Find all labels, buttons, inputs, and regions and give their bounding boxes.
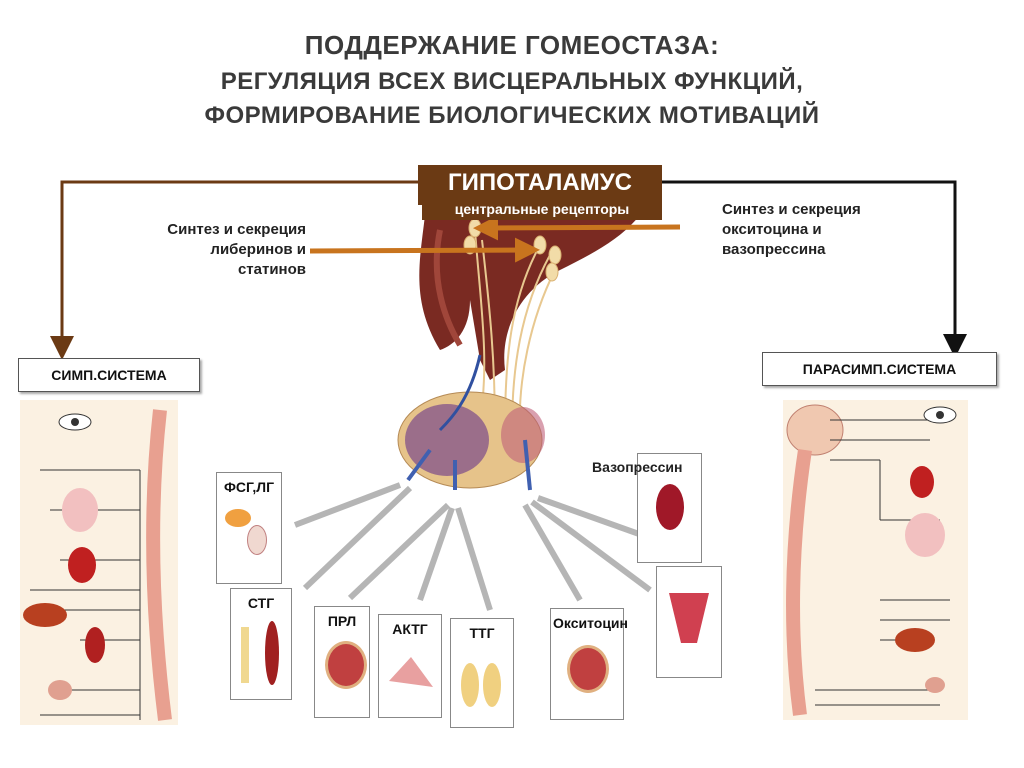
thyroid-lobe [483,663,501,707]
hormone-label: ТТГ [469,625,495,641]
oxytocin-vasopressin-note: Синтез и секреция окситоцина и вазопресс… [722,200,922,260]
adrenal-icon [389,657,433,687]
title-line-2: РЕГУЛЯЦИЯ ВСЕХ ВИСЦЕРАЛЬНЫХ ФУНКЦИЙ, [220,68,804,95]
bone-icon [241,627,249,683]
thyroid-icon [461,663,479,707]
note-line: вазопрессина [722,241,826,258]
hormone-label: ФСГ,ЛГ [223,479,275,495]
hormone-arrows [293,482,672,611]
hormone-box-vasopressin [637,453,702,563]
muscle-icon [265,621,279,685]
parasymp-connector [662,180,967,358]
hormone-box-prl: ПРЛ [314,606,370,718]
hormone-box-ttg: ТТГ [450,618,514,728]
vasopressin-label: Вазопрессин [592,459,683,475]
hormone-box-fsh-lh: ФСГ,ЛГ [216,472,282,584]
liberins-note: Синтез и секреция либеринов и статинов [110,220,306,280]
hormone-label: СТГ [247,595,275,611]
note-line: либеринов и [210,241,306,258]
ovary-icon [225,509,251,527]
uterus-icon [669,593,709,643]
note-line: статинов [237,261,306,278]
symp-connector [50,180,418,360]
symp-illustration [20,400,178,725]
hypothalamus-illustration [419,215,640,380]
symp-system-label: СИМП.СИСТЕМА [18,358,200,392]
hormone-box-uterus [656,566,722,678]
testis-icon [247,525,267,555]
hormone-box-oxytocin: Окситоцин [550,608,628,720]
note-line: Синтез и секреция [167,221,306,238]
hormone-label: АКТГ [392,621,428,637]
central-receptors-label: центральные рецепторы [422,200,662,220]
hormone-label: Окситоцин [553,615,628,631]
note-line: Синтез и секреция [722,201,861,218]
parasymp-illustration [783,400,968,720]
hormone-label: ПРЛ [327,613,357,629]
title-line-3: ФОРМИРОВАНИЕ БИОЛОГИЧЕСКИХ МОТИВАЦИЙ [204,102,820,129]
hormone-box-stg: СТГ [230,588,292,700]
title-line-1: ПОДДЕРЖАНИЕ ГОМЕОСТАЗА: [304,30,720,60]
mammary-gland-icon [567,645,609,693]
kidney-icon [656,484,684,530]
note-line: окситоцина и [722,221,822,238]
mammary-gland-icon [325,641,367,689]
hormone-box-aktg: АКТГ [378,614,442,718]
parasymp-system-label: ПАРАСИМП.СИСТЕМА [762,352,997,386]
hypothalamus-label: ГИПОТАЛАМУС [418,165,662,205]
